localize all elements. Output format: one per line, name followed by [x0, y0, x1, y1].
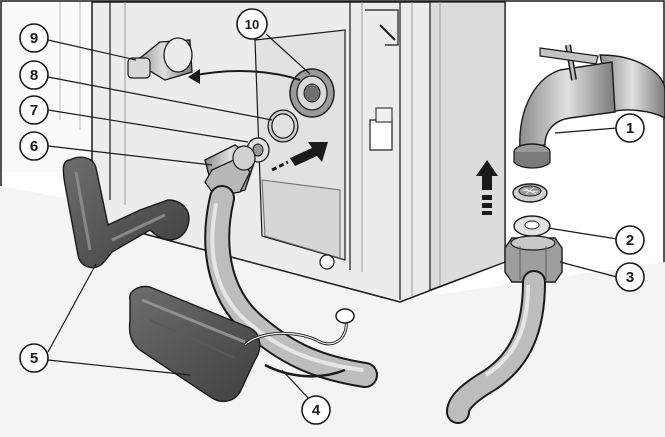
leader-7 — [47, 109, 249, 143]
callout-9: 9 — [19, 23, 49, 53]
removed-transport-cap — [127, 37, 193, 81]
callout-2: 2 — [615, 225, 645, 255]
valve-seal-ring — [267, 109, 299, 143]
sealing-washer — [513, 215, 551, 237]
removal-arrowhead — [188, 69, 200, 84]
tap-hose — [448, 272, 544, 422]
callout-3: 3 — [615, 262, 645, 292]
callout-7: 7 — [19, 95, 49, 125]
hose-guard-clip-upper — [62, 156, 190, 269]
leader-5b — [47, 359, 191, 376]
callout-8: 8 — [19, 60, 49, 90]
callout-6: 6 — [19, 131, 49, 161]
hose-elbow-connector — [204, 144, 256, 199]
leader-lines — [47, 33, 618, 401]
up-arrow — [476, 160, 498, 215]
callout-1: 1 — [615, 113, 645, 143]
water-inlet-valve — [289, 68, 335, 118]
callout-number: 9 — [30, 30, 38, 47]
callout-5: 5 — [19, 343, 49, 373]
push-arrow — [271, 142, 328, 172]
leader-10 — [265, 33, 311, 75]
leader-3 — [559, 261, 618, 278]
callout-number: 3 — [626, 269, 634, 286]
callout-number: 8 — [30, 67, 38, 84]
callout-10: 10 — [236, 8, 268, 40]
leader-4 — [281, 369, 311, 401]
hose-coupling-nut — [504, 235, 563, 283]
callout-number: 1 — [626, 120, 634, 137]
cable-tie — [243, 308, 355, 378]
callout-number: 7 — [30, 102, 38, 119]
leader-2 — [547, 227, 618, 240]
leader-5a — [47, 263, 97, 353]
leader-6 — [47, 145, 213, 166]
callout-number: 6 — [30, 138, 38, 155]
leader-9 — [47, 39, 137, 61]
callout-number: 4 — [312, 402, 321, 419]
leader-1 — [554, 127, 618, 134]
inlet-hose-highlight — [210, 203, 364, 372]
leader-8 — [47, 76, 273, 121]
callout-number: 5 — [30, 350, 38, 367]
tap-hose-highlight — [484, 284, 530, 377]
callout-number: 2 — [626, 232, 634, 249]
hose-guard-clip-lower — [128, 285, 261, 403]
strainer-insert — [512, 183, 548, 203]
removal-arrow — [191, 70, 301, 81]
callout-number: 10 — [245, 17, 259, 32]
callout-4: 4 — [301, 395, 331, 425]
water-tap — [513, 44, 665, 169]
